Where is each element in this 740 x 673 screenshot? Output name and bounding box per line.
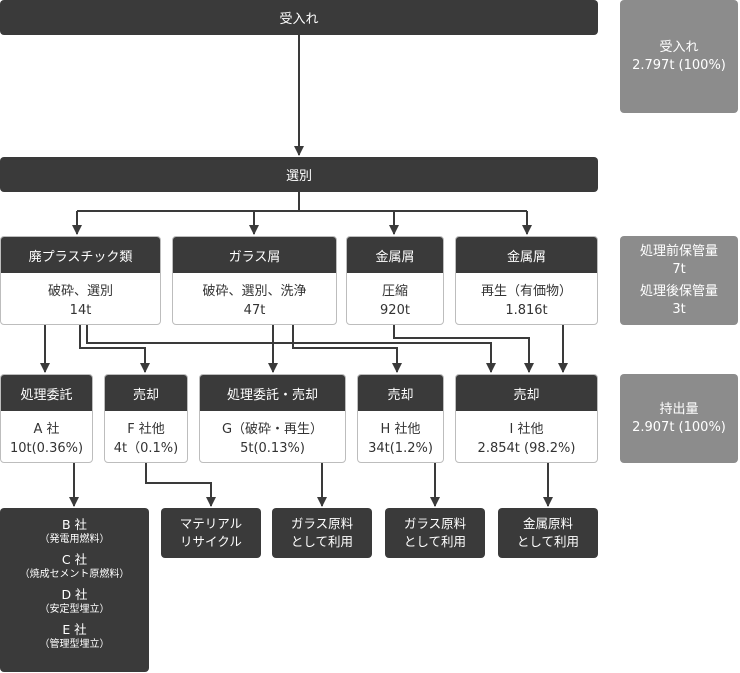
amount-text: 2.854t (98.2%) [477, 441, 576, 456]
arrow-f-to-material [145, 463, 216, 507]
stage1-metal-recycle-card: 金属屑 再生（有価物） 1.816t [455, 236, 598, 325]
process-text: 破砕、選別 [47, 284, 113, 299]
material-recycle-box: マテリアル リサイクル [161, 508, 261, 558]
glass-raw-box-g: ガラス原料 として利用 [272, 508, 372, 558]
process-text: 再生（有価物） [480, 284, 572, 299]
process-text: 破砕、選別、洗浄 [202, 284, 307, 299]
stage1-card-head: ガラス屑 [173, 237, 336, 273]
output-line: 金属原料 [522, 516, 573, 531]
receive-label: 受入れ [279, 12, 319, 27]
stage1-metal-compress-card: 金属屑 圧縮 920t [346, 236, 444, 325]
shipped-summary: 持出量 2.907t (100%) [620, 374, 738, 463]
amount-text: 4t（0.1%) [113, 441, 179, 456]
output-line: ガラス原料 [403, 516, 467, 531]
stage2-h-card: 売却 H 社他 34t(1.2%) [357, 374, 444, 463]
metal-raw-box: 金属原料 として利用 [498, 508, 598, 558]
amount-text: 5t(0.13%) [240, 441, 305, 456]
stage1-card-head: 金属屑 [347, 237, 443, 273]
amount-text: 14t [69, 303, 92, 318]
company-note: （焼成セメント原燃料） [19, 569, 130, 580]
arrow-plastics-to-h [86, 325, 496, 373]
company-name: D 社 [61, 587, 88, 602]
stage2-i-card: 売却 I 社他 2.854t (98.2%) [455, 374, 598, 463]
output-line: マテリアル [179, 516, 243, 531]
sorting-bar: 選別 [0, 157, 598, 192]
output-line: として利用 [516, 534, 580, 549]
summary-value: 2.797t (100%) [632, 57, 726, 73]
stage2-card-head: 売却 [105, 375, 187, 411]
output-line: リサイクル [180, 534, 242, 549]
company-name: E 社 [62, 622, 87, 637]
stage1-card-head: 金属屑 [456, 237, 597, 273]
arrow-metal-compress-to-i [393, 325, 534, 373]
received-summary: 受入れ 2.797t (100%) [620, 0, 738, 113]
company-note: （管理型埋立） [39, 639, 110, 650]
stage2-card-head: 処理委託 [1, 375, 92, 411]
output-line: として利用 [290, 534, 354, 549]
company-note: （安定型埋立） [39, 604, 110, 615]
glass-raw-box-h: ガラス原料 として利用 [385, 508, 485, 558]
company-text: H 社他 [380, 422, 421, 437]
stage1-card-head: 廃プラスチック類 [1, 237, 160, 273]
process-text: 圧縮 [381, 284, 408, 299]
summary-title: 持出量 [659, 401, 699, 417]
summary-value: 2.907t (100%) [632, 419, 726, 435]
output-line: ガラス原料 [290, 516, 354, 531]
stage2-card-head: 売却 [358, 375, 443, 411]
stage1-glass-card: ガラス屑 破砕、選別、洗浄 47t [172, 236, 337, 325]
stage2-g-card: 処理委託・売却 G（破砕・再生） 5t(0.13%) [199, 374, 346, 463]
amount-text: 1.816t [505, 303, 548, 318]
amount-text: 10t(0.36%) [9, 441, 84, 456]
summary-title: 処理後保管量 [639, 283, 718, 299]
storage-summary: 処理前保管量 7t 処理後保管量 3t [620, 236, 738, 325]
arrow-glass-to-h [292, 325, 402, 373]
sorting-label: 選別 [285, 169, 312, 184]
company-text: A 社 [33, 422, 60, 437]
company-name: C 社 [61, 552, 88, 567]
stage2-f-card: 売却 F 社他 4t（0.1%) [104, 374, 188, 463]
stage2-card-head: 売却 [456, 375, 597, 411]
summary-title: 受入れ [659, 39, 699, 55]
company-note: （発電用燃料） [39, 534, 110, 545]
summary-value: 7t [672, 261, 686, 277]
branch-sort-to-stage1 [77, 192, 527, 212]
output-line: として利用 [403, 534, 467, 549]
company-text: I 社他 [509, 422, 544, 437]
amount-text: 920t [380, 303, 410, 318]
summary-title: 処理前保管量 [639, 243, 718, 259]
summary-value: 3t [672, 301, 686, 317]
company-text: F 社他 [127, 422, 165, 437]
stage1-plastics-card: 廃プラスチック類 破砕、選別 14t [0, 236, 161, 325]
stage2-a-card: 処理委託 A 社 10t(0.36%) [0, 374, 93, 463]
company-text: G（破砕・再生） [221, 422, 324, 437]
company-name: B 社 [61, 517, 88, 532]
amount-text: 47t [243, 303, 266, 318]
arrow-plastics-to-f [79, 325, 150, 373]
receive-bar: 受入れ [0, 0, 598, 35]
amount-text: 34t(1.2%) [368, 441, 433, 456]
stage2-card-head: 処理委託・売却 [200, 375, 345, 411]
disposal-companies-box: B 社 （発電用燃料） C 社 （焼成セメント原燃料） D 社 （安定型埋立） … [0, 508, 149, 672]
